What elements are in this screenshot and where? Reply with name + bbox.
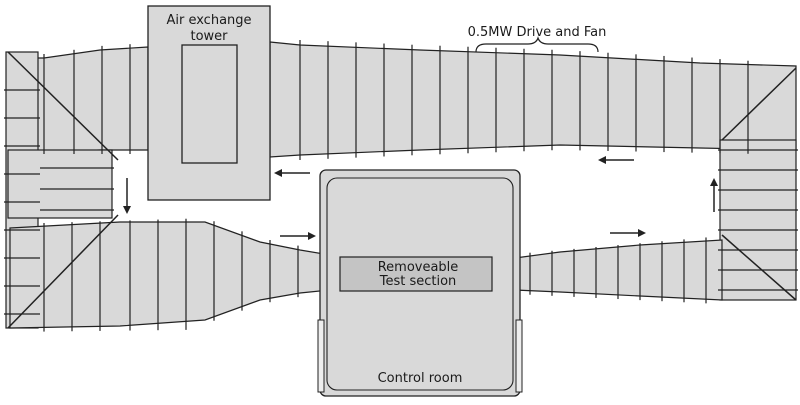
corner-vane-top-right bbox=[721, 67, 797, 141]
corner-vane-bottom-right bbox=[721, 234, 797, 301]
tower-label-line2: tower bbox=[190, 29, 228, 44]
control-room-door-right bbox=[515, 319, 523, 393]
tower-label-line1: Air exchange bbox=[166, 13, 251, 28]
fan-brace bbox=[475, 36, 599, 53]
air-exchange-tower-opening bbox=[181, 44, 238, 164]
upper-fan-duct bbox=[269, 41, 797, 158]
duct-ribs bbox=[4, 40, 798, 332]
lower-left-duct bbox=[9, 221, 331, 329]
control-room-door-left bbox=[317, 319, 325, 393]
test-section-label-line2: Test section bbox=[379, 274, 457, 289]
right-vertical-duct bbox=[719, 139, 797, 301]
fan-label: 0.5MW Drive and Fan bbox=[468, 25, 607, 40]
left-vertical-duct bbox=[7, 149, 113, 219]
control-room-label: Control room bbox=[378, 371, 463, 386]
test-section bbox=[339, 256, 493, 292]
test-section-label-line1: Removeable bbox=[378, 260, 459, 275]
corner-vane-top-left bbox=[7, 51, 119, 161]
